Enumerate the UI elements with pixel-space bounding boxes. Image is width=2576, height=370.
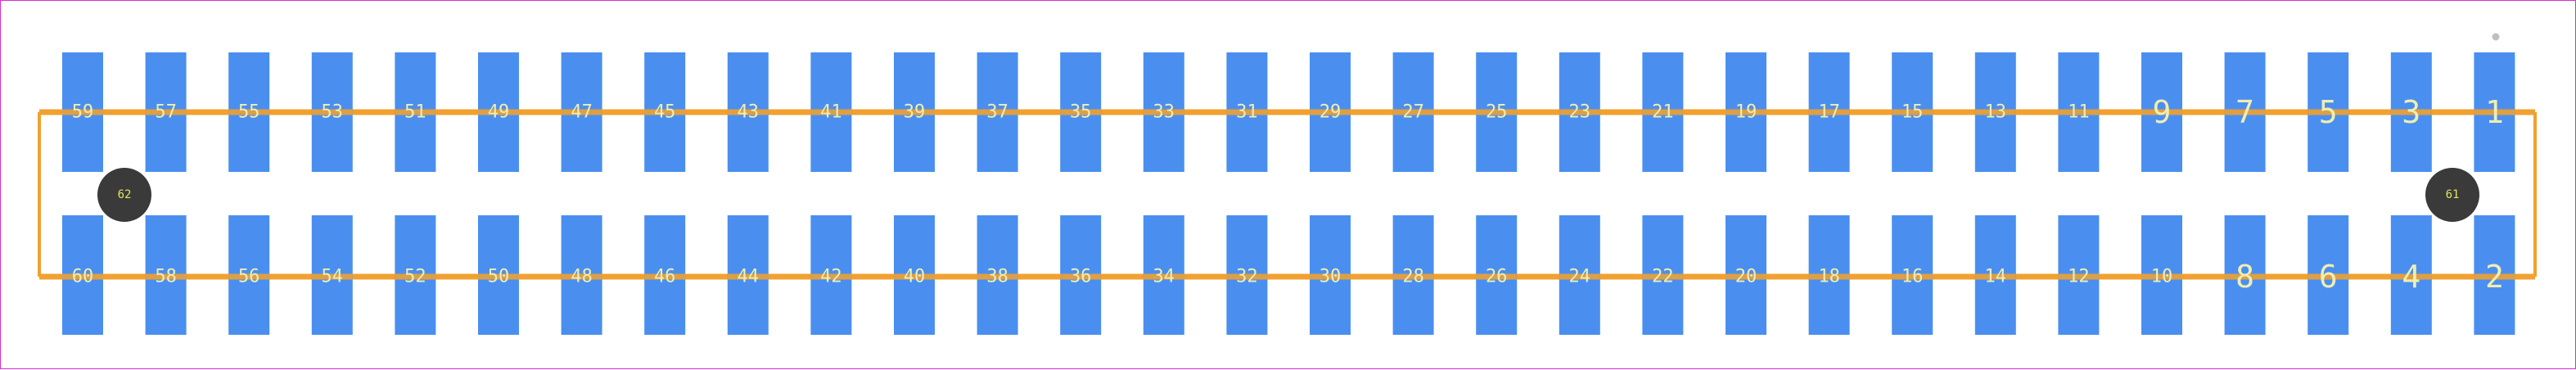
top-pad-label-25: 25 [1486, 102, 1508, 123]
top-pad-label-11: 11 [2068, 102, 2090, 123]
mounting-hole-label-62: 62 [118, 188, 132, 201]
mounting-hole-label-61: 61 [2446, 188, 2460, 201]
top-pad-label-47: 47 [571, 102, 593, 123]
bottom-pad-label-54: 54 [322, 267, 344, 287]
top-pad-label-5: 5 [2319, 94, 2338, 130]
top-pad-label-39: 39 [904, 102, 926, 123]
top-pad-label-33: 33 [1153, 102, 1175, 123]
bottom-pad-label-20: 20 [1735, 267, 1757, 287]
bottom-pad-label-60: 60 [72, 267, 94, 287]
top-pad-label-41: 41 [820, 102, 842, 123]
bottom-pad-label-32: 32 [1236, 267, 1258, 287]
bottom-pad-label-16: 16 [1902, 267, 1924, 287]
bottom-pad-label-28: 28 [1402, 267, 1424, 287]
top-pad-label-53: 53 [322, 102, 344, 123]
bottom-pad-label-38: 38 [986, 267, 1008, 287]
top-pad-label-31: 31 [1236, 102, 1258, 123]
bottom-pad-label-52: 52 [404, 267, 426, 287]
bottom-pad-label-22: 22 [1652, 267, 1674, 287]
mounting-hole-62 [97, 168, 151, 222]
bottom-pad-label-30: 30 [1320, 267, 1342, 287]
pin1-marker-dot [2492, 33, 2500, 41]
bottom-pad-label-24: 24 [1569, 267, 1591, 287]
bottom-pad-label-56: 56 [238, 267, 260, 287]
top-pad-label-23: 23 [1569, 102, 1591, 123]
bottom-pad-label-10: 10 [2151, 267, 2173, 287]
bottom-pad-label-36: 36 [1070, 267, 1092, 287]
top-pad-label-43: 43 [738, 102, 760, 123]
top-pad-label-55: 55 [238, 102, 260, 123]
top-pad-label-17: 17 [1818, 102, 1840, 123]
bottom-pad-label-4: 4 [2402, 259, 2420, 295]
top-pad-label-35: 35 [1070, 102, 1092, 123]
top-pad-label-45: 45 [654, 102, 676, 123]
trace-layer [38, 109, 2537, 280]
bottom-pad-label-44: 44 [738, 267, 760, 287]
top-pad-label-1: 1 [2485, 94, 2504, 130]
bottom-pad-label-40: 40 [904, 267, 926, 287]
top-pad-label-21: 21 [1652, 102, 1674, 123]
top-pad-label-49: 49 [488, 102, 510, 123]
top-pad-label-15: 15 [1902, 102, 1924, 123]
bottom-pad-label-6: 6 [2319, 259, 2338, 295]
bottom-pad-label-50: 50 [488, 267, 510, 287]
top-pad-label-51: 51 [404, 102, 426, 123]
top-pad-label-3: 3 [2402, 94, 2420, 130]
bottom-pad-label-18: 18 [1818, 267, 1840, 287]
bottom-pad-label-2: 2 [2485, 259, 2504, 295]
top-pad-label-59: 59 [72, 102, 94, 123]
bottom-pad-label-34: 34 [1153, 267, 1175, 287]
top-pad-label-13: 13 [1985, 102, 2007, 123]
mounting-hole-61 [2425, 168, 2479, 222]
bottom-pad-label-46: 46 [654, 267, 676, 287]
bottom-pad-label-8: 8 [2235, 259, 2254, 295]
bottom-pad-label-12: 12 [2068, 267, 2090, 287]
top-pad-label-37: 37 [986, 102, 1008, 123]
top-pad-label-27: 27 [1402, 102, 1424, 123]
hole-layer: 62 61 [97, 168, 2479, 222]
pin1-marker-layer [2492, 33, 2500, 41]
top-pad-label-29: 29 [1320, 102, 1342, 123]
top-pad-label-9: 9 [2153, 94, 2172, 130]
bottom-pad-label-58: 58 [155, 267, 177, 287]
bottom-pad-label-26: 26 [1486, 267, 1508, 287]
bottom-pad-label-42: 42 [820, 267, 842, 287]
top-pad-label-7: 7 [2235, 94, 2254, 130]
top-pad-label-57: 57 [155, 102, 177, 123]
bottom-pad-label-48: 48 [571, 267, 593, 287]
bottom-pad-label-14: 14 [1985, 267, 2007, 287]
top-pad-label-19: 19 [1735, 102, 1757, 123]
